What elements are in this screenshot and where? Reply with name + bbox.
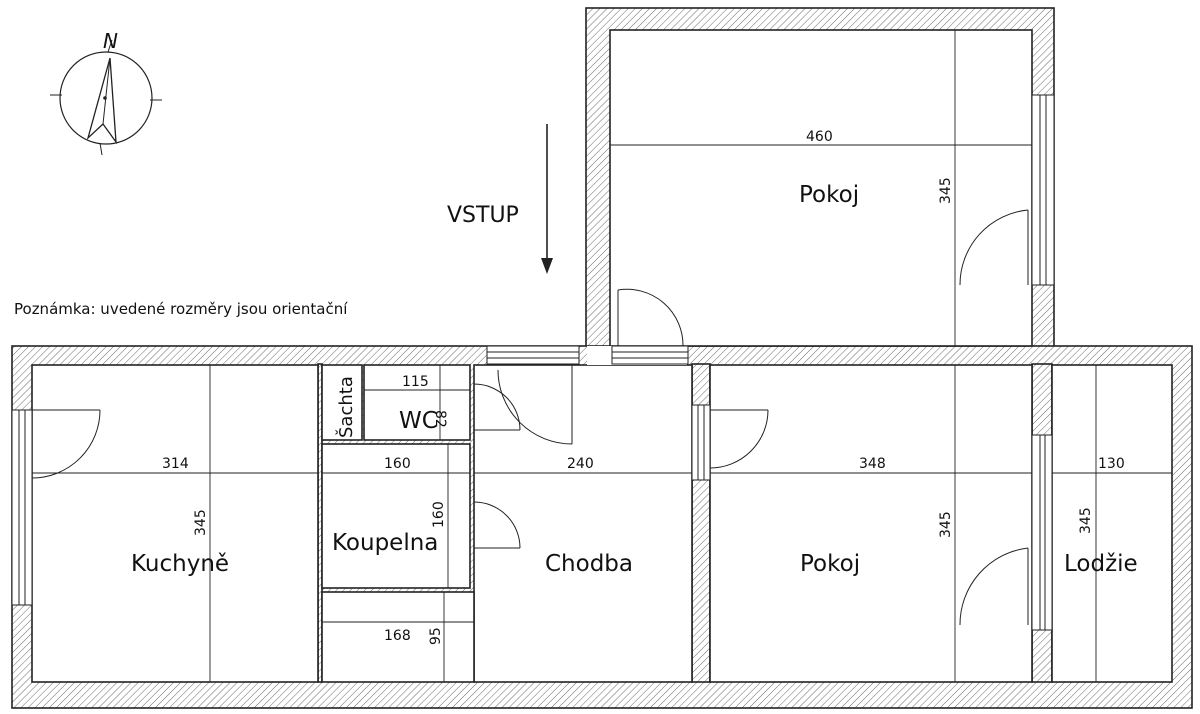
room-label-pokoj-top: Pokoj	[799, 182, 859, 208]
door-wc	[473, 383, 521, 431]
dim-lodzie-width: 130	[1098, 456, 1125, 472]
dim-chodba-width: 240	[567, 456, 594, 472]
room-label-chodba: Chodba	[545, 551, 633, 577]
room-storage	[321, 591, 475, 683]
door-loggia	[959, 547, 1029, 626]
room-sachta	[321, 364, 363, 441]
window-chodba-door	[691, 404, 711, 481]
room-label-sachta: Šachta	[335, 376, 357, 438]
rooms	[31, 29, 1173, 683]
room-label-koupelna: Koupelna	[332, 530, 438, 556]
dim-storage-width: 168	[384, 628, 411, 644]
room-kuchyne	[31, 364, 319, 683]
room-chodba	[473, 364, 693, 683]
windows	[11, 94, 1055, 631]
door-upper-entry	[617, 288, 684, 347]
dimensions-note: Poznámka: uvedené rozměry jsou orientačn…	[14, 300, 348, 318]
entrance-arrow-icon	[541, 124, 553, 274]
dim-kuchyne-width: 314	[162, 456, 189, 472]
room-label-pokoj-bottom: Pokoj	[800, 551, 860, 577]
room-koupelna	[321, 443, 471, 589]
room-label-wc: WC	[399, 408, 438, 434]
door-pokoj-top	[959, 209, 1029, 286]
dim-koupelna-width: 160	[384, 456, 411, 472]
dim-koupelna-depth: 160	[431, 501, 447, 528]
window-pokoj-door	[611, 345, 689, 365]
window-entrance	[486, 345, 580, 365]
doors	[31, 209, 1029, 626]
north-label: N	[103, 29, 118, 53]
room-lodzie	[1051, 364, 1173, 683]
door-kitchen-window	[31, 409, 101, 479]
room-label-lodzie: Lodžie	[1064, 551, 1138, 577]
window-kitchen	[11, 409, 33, 606]
dim-pokoj-bottom-depth: 345	[938, 511, 954, 538]
dim-pokoj-top-depth: 345	[938, 177, 954, 204]
dim-wc-width: 115	[402, 374, 429, 390]
dim-kuchyne-depth: 345	[193, 509, 209, 536]
entrance-label: VSTUP	[447, 203, 519, 228]
room-label-kuchyne: Kuchyně	[131, 551, 229, 577]
door-koupelna	[473, 501, 521, 549]
dimension-lines	[32, 30, 1172, 682]
dim-pokoj-top-width: 460	[806, 129, 833, 145]
room-pokoj-top	[609, 29, 1033, 347]
window-loggia-door	[1031, 434, 1053, 631]
room-wc	[363, 364, 471, 441]
north-compass-icon: N	[50, 29, 162, 156]
dim-pokoj-bottom-width: 348	[859, 456, 886, 472]
door-pokoj-bottom	[709, 409, 769, 469]
room-pokoj-bottom	[709, 364, 1033, 683]
dim-lodzie-depth: 345	[1078, 507, 1094, 534]
dim-storage-depth: 95	[428, 627, 444, 645]
window-pokoj-top	[1031, 94, 1055, 286]
dim-wc-depth: 82	[432, 410, 448, 428]
